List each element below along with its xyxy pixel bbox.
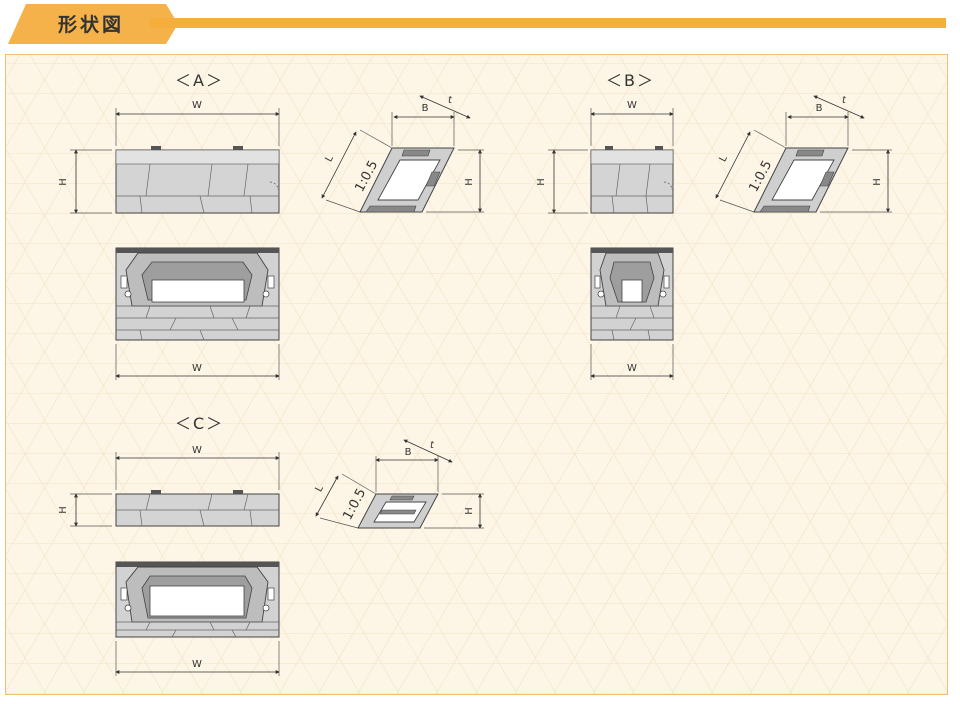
page-title: 形状図 (58, 14, 125, 36)
figure-b-front-view: W H (536, 100, 674, 214)
figure-c-b: B (405, 447, 412, 458)
figure-c: W H W (58, 439, 484, 676)
header-accent-bar (150, 18, 946, 28)
figure-b-side-view: B t L 1:0.5 H (715, 95, 892, 213)
figure-c-t: t (430, 440, 435, 451)
figure-a-plan-view: W (115, 247, 280, 380)
figure-b-w-bottom: W (627, 363, 637, 374)
figure-c-plan-view: W (115, 561, 280, 676)
figure-c-h: H (58, 506, 69, 514)
figure-a-front-view: W H (58, 100, 280, 214)
figure-b-h: H (536, 178, 547, 186)
figure-a-h: H (58, 178, 69, 186)
figure-b-t: t (842, 95, 847, 106)
figure-b-plan-view: W (590, 247, 674, 380)
figure-b-label: ＜B＞ (606, 71, 655, 90)
figure-a-b: B (422, 103, 429, 114)
figure-b-w-top: W (627, 100, 637, 111)
figure-a-h-side: H (464, 178, 475, 186)
figure-c-label: ＜C＞ (175, 414, 225, 433)
figure-c-side-view: B t L 1:0.5 H (314, 439, 484, 529)
figure-c-front-view: W H (58, 445, 280, 527)
figure-b-h-side: H (872, 178, 883, 186)
figure-a-w-bottom: W (192, 363, 202, 374)
figure-a-l: L (324, 153, 337, 163)
figure-b-l: L (718, 153, 731, 163)
figure-a-side-view: B t L 1:0.5 H (321, 95, 484, 213)
figure-c-w-top: W (192, 445, 202, 456)
figure-a-w-top: W (192, 100, 202, 111)
figure-b: W H W (536, 95, 892, 380)
figure-c-l: L (314, 483, 327, 493)
header-tab (8, 4, 178, 44)
figure-a: W H W (58, 95, 484, 380)
figure-a-t: t (448, 95, 453, 106)
figure-c-w-bottom: W (192, 659, 202, 670)
figure-c-h-side: H (464, 507, 475, 515)
figure-b-b: B (816, 103, 823, 114)
figure-a-label: ＜A＞ (175, 71, 224, 90)
